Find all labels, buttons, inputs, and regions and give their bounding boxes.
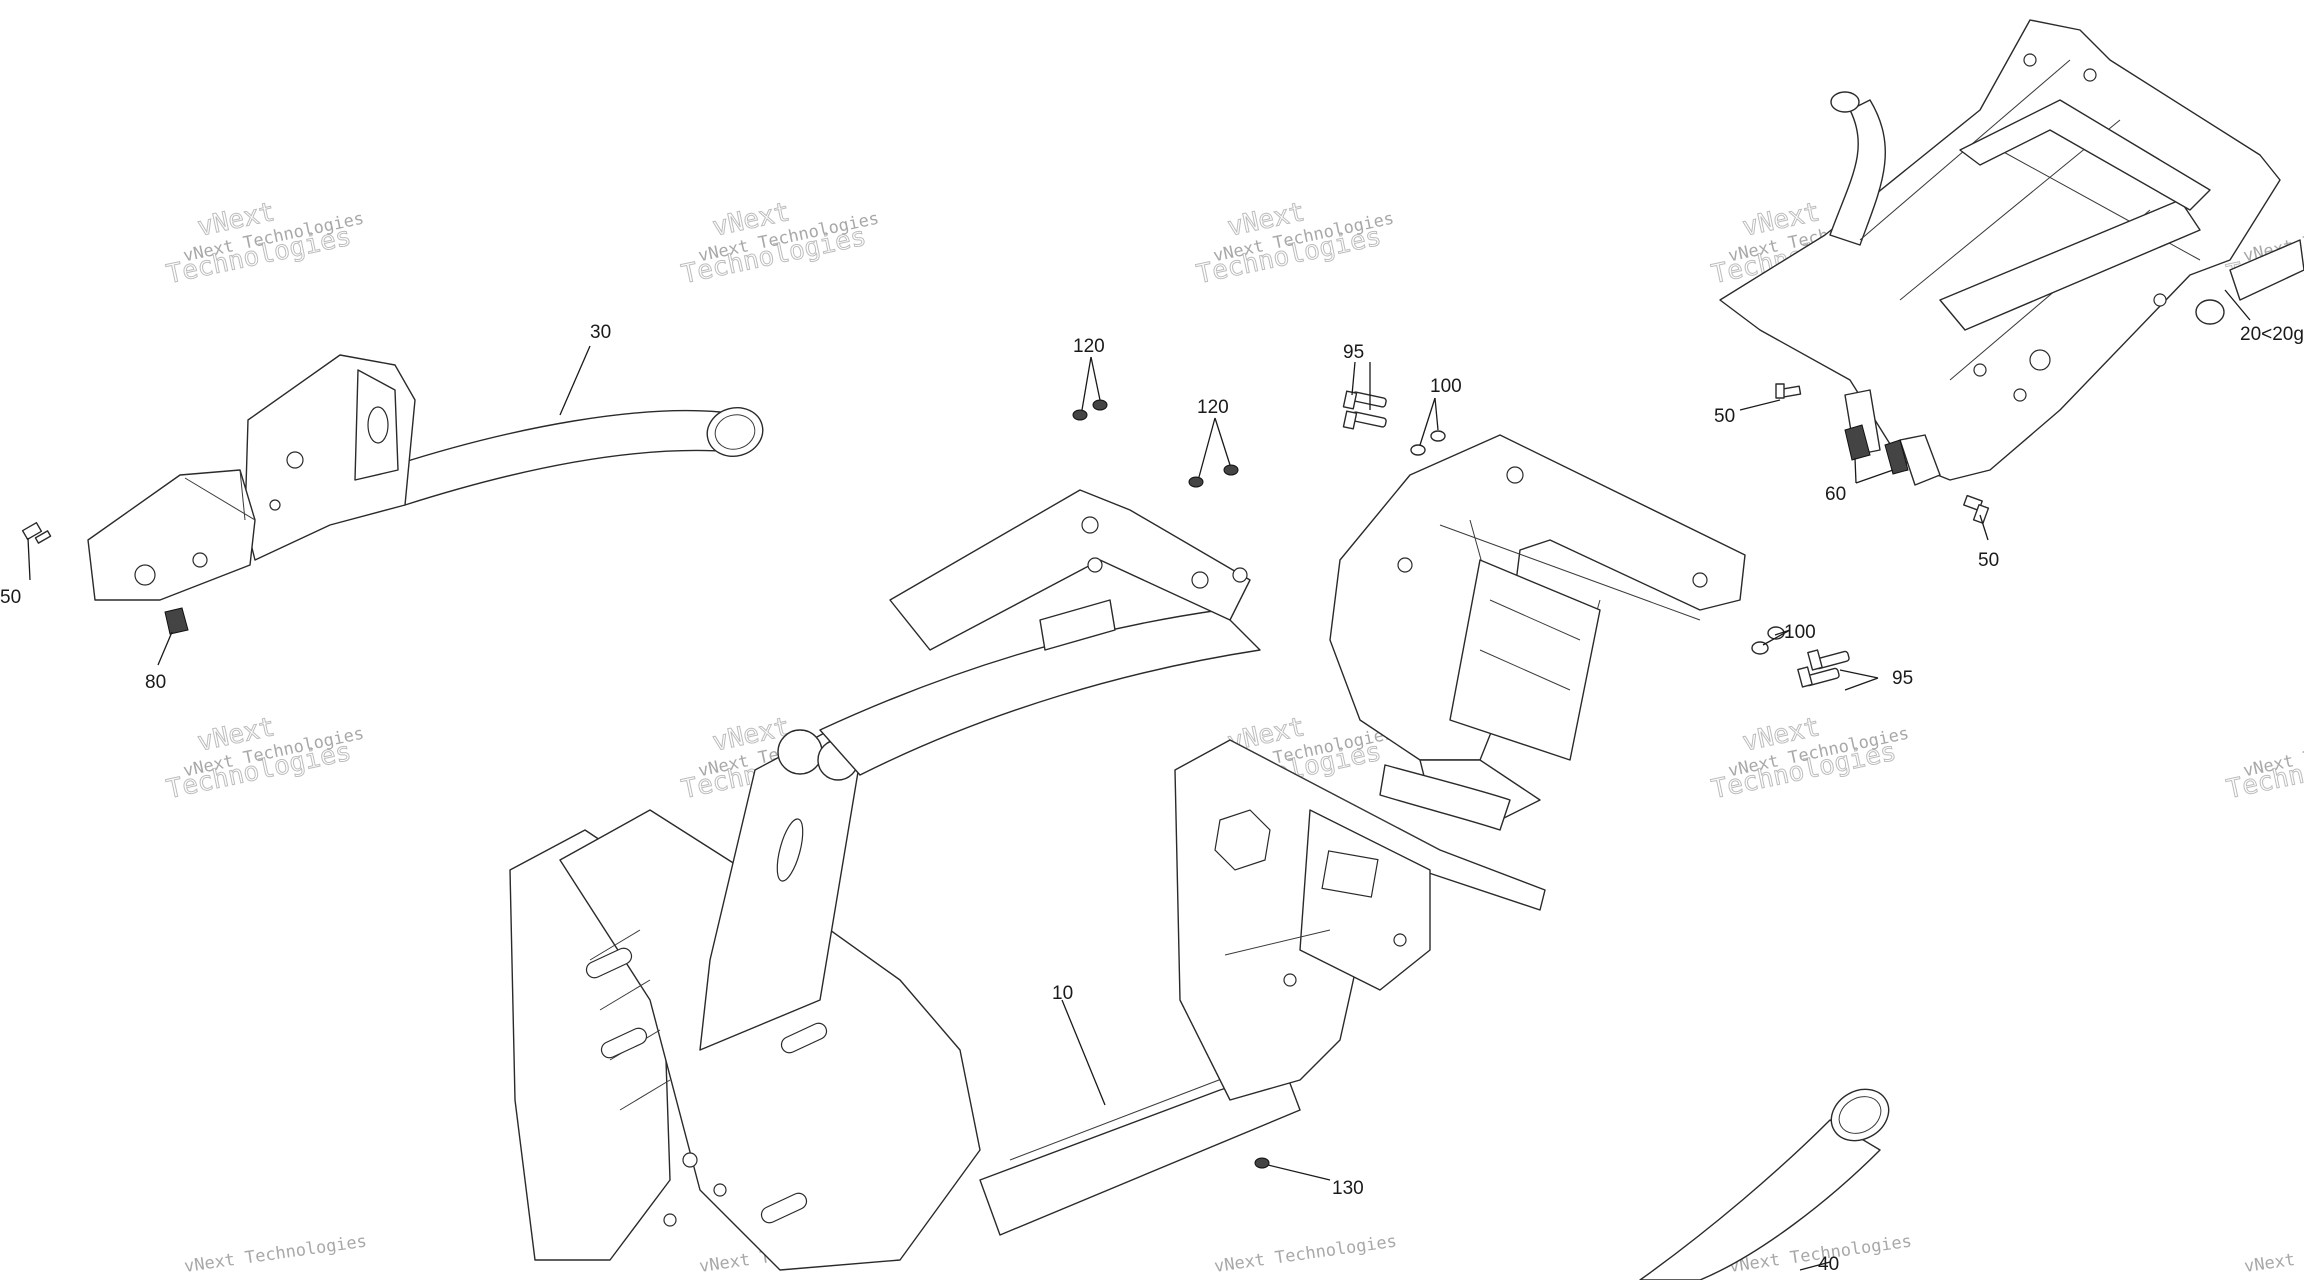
- washer-100-top: [1410, 430, 1446, 456]
- bolt-50-right-a: [1775, 383, 1802, 399]
- nut-130: [1254, 1157, 1270, 1169]
- callout-50-right-a: 50: [1714, 406, 1735, 427]
- nut-120-a: [1072, 399, 1108, 421]
- bolt-95-top: [1342, 390, 1387, 430]
- watermark-text: vNext Technologies: [1213, 1232, 1398, 1277]
- watermark-8: Technologies vNext vNext Technologies: [1708, 712, 1910, 806]
- watermark-2: Technologies vNext vNext Technologies: [678, 197, 880, 291]
- washer-100-right: [1751, 626, 1785, 655]
- nut-60: [1844, 424, 1909, 475]
- callout-95-right: 95: [1892, 668, 1913, 689]
- nut-80: [164, 607, 189, 635]
- callout-80: 80: [145, 672, 166, 693]
- watermark-bottom-row: vNext Technologies vNext Technologies vN…: [183, 1232, 2304, 1277]
- part-30-front-tube: [87, 354, 764, 601]
- callout-30: 30: [590, 322, 611, 343]
- part-10-main-frame: [509, 434, 1746, 1271]
- callouts: 30 50 80 120 120 95 100 10 130 40 50 60 …: [0, 322, 2304, 1275]
- callout-20: 20<20g: [2240, 324, 2304, 345]
- bolt-95-right: [1797, 649, 1850, 688]
- nut-120-b: [1188, 464, 1239, 488]
- callout-120-b: 120: [1197, 397, 1229, 418]
- bolt-50-left: [21, 521, 52, 544]
- part-20-rear-subframe: [1719, 19, 2304, 486]
- callout-40: 40: [1818, 1254, 1839, 1275]
- watermark-3: Technologies vNext vNext Technologies: [1193, 197, 1395, 291]
- leader-lines: [27, 289, 2251, 1271]
- callout-50-right-b: 50: [1978, 550, 1999, 571]
- callout-60: 60: [1825, 484, 1846, 505]
- watermark-text: vNext Technologies: [2243, 1232, 2304, 1277]
- hardware: [21, 383, 1990, 1169]
- callout-100-top: 100: [1430, 376, 1462, 397]
- callout-10: 10: [1052, 983, 1073, 1004]
- callout-100-right: 100: [1784, 622, 1816, 643]
- watermark-1: Technologies vNext vNext Technologies: [163, 197, 365, 291]
- watermark-10: Technologies vNext Technologies: [2223, 724, 2304, 806]
- callout-120-a: 120: [1073, 336, 1105, 357]
- watermark-5: Technologies vNext vNext Technologies: [163, 712, 365, 806]
- callout-130: 130: [1332, 1178, 1364, 1199]
- callout-95-top: 95: [1343, 342, 1364, 363]
- bolt-50-right-b: [1963, 494, 1990, 524]
- part-40-lower-tube: [1639, 1088, 1890, 1280]
- callout-50-left: 50: [0, 587, 21, 608]
- watermark-text: vNext Technologies: [183, 1232, 368, 1277]
